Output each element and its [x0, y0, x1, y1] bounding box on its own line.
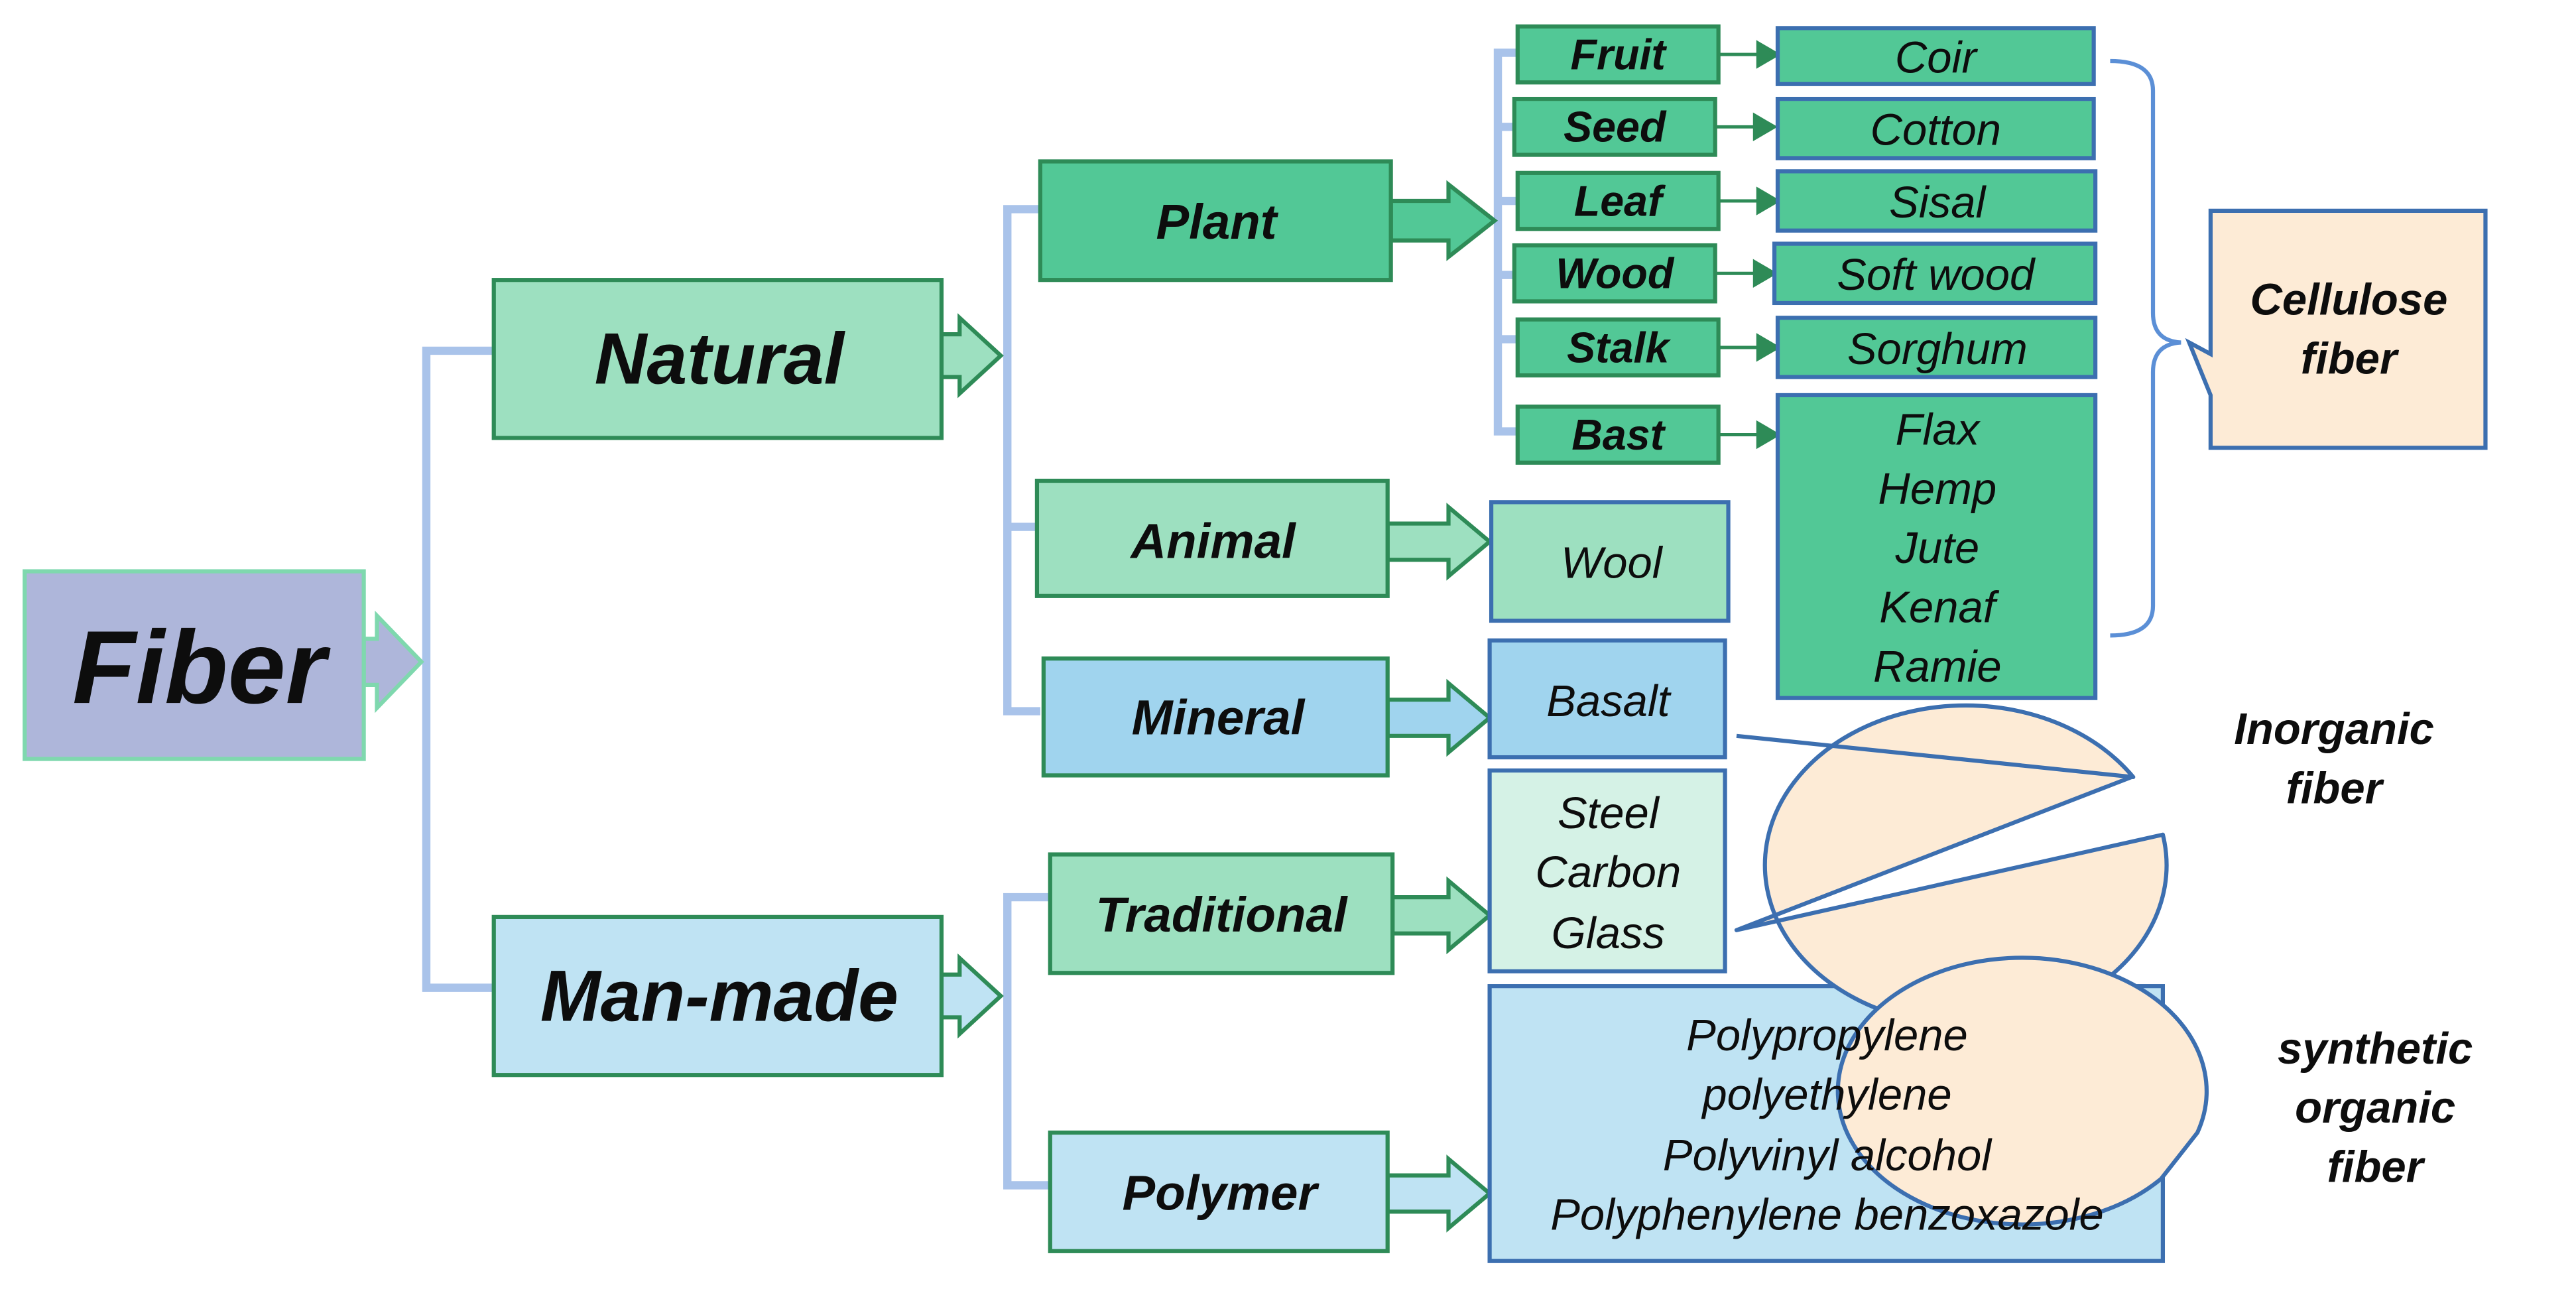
synthetic-callout-line1: synthetic	[2278, 1024, 2473, 1074]
plant-part-seed-box	[1512, 97, 1717, 157]
bast-fibers-box	[1775, 393, 2098, 700]
animal-fiber-wool: Wool	[1561, 538, 1664, 588]
traditional-box	[1048, 852, 1395, 975]
cellulose-brace	[2110, 58, 2181, 638]
polymer-fiber-polyethylene: polyethylene	[1701, 1070, 1951, 1119]
polymer-fiber-polypropylene: Polypropylene	[1686, 1011, 1968, 1060]
plant-fiber-cotton: Cotton	[1871, 105, 2001, 155]
arrow-plant	[1388, 180, 1499, 261]
polymer-label: Polymer	[1123, 1166, 1320, 1221]
arrow-natural	[939, 313, 1004, 399]
arrow-wood-softwood	[1715, 259, 1778, 288]
plant-fiber-sorghum-box	[1775, 316, 2098, 379]
arrow-fruit-coir	[1718, 40, 1781, 69]
plant-fiber-cotton-box	[1775, 97, 2096, 160]
polymer-fiber-polyvinyl-alcohol: Polyvinyl alcohol	[1663, 1131, 1993, 1180]
plant-label: Plant	[1156, 194, 1278, 249]
plant-part-stalk: Stalk	[1567, 324, 1671, 371]
natural-label: Natural	[595, 319, 846, 400]
polymer-fiber-pbo: Polyphenylene benzoxazole	[1550, 1190, 2104, 1240]
wool-box	[1489, 500, 1731, 623]
connector-root-branches	[422, 346, 494, 992]
arrow-bast-fibers	[1718, 420, 1781, 450]
arrow-polymer	[1385, 1154, 1493, 1233]
traditional-label: Traditional	[1095, 887, 1348, 942]
polymer-box	[1048, 1130, 1390, 1253]
connector-plant-parts	[1493, 48, 1518, 436]
plant-part-seed: Seed	[1564, 103, 1667, 151]
traditional-fiber-carbon: Carbon	[1535, 847, 1681, 897]
fiber-root-box	[23, 569, 366, 761]
mineral-label: Mineral	[1132, 690, 1306, 745]
connector-manmade-categories	[1003, 893, 1050, 1190]
mineral-box	[1041, 656, 1390, 778]
connector-natural-categories	[1003, 205, 1040, 715]
inorganic-callout-line2: fiber	[2286, 764, 2384, 814]
animal-label: Animal	[1129, 514, 1296, 569]
inorganic-callout	[1734, 703, 2169, 1027]
cellulose-callout	[2185, 208, 2488, 450]
plant-part-leaf-box	[1515, 170, 1721, 231]
plant-fiber-softwood: Soft wood	[1837, 250, 2036, 300]
cellulose-callout-line2: fiber	[2301, 334, 2400, 384]
mineral-fiber-basalt: Basalt	[1546, 676, 1672, 726]
arrow-animal	[1385, 503, 1493, 581]
plant-part-wood: Wood	[1556, 250, 1675, 298]
bast-fiber-flax: Flax	[1896, 404, 1981, 454]
inorganic-callout-line1: Inorganic	[2234, 704, 2434, 754]
arrow-stalk-sorghum	[1718, 333, 1781, 362]
bast-fiber-jute: Jute	[1894, 523, 1979, 573]
arrow-fiber	[361, 610, 424, 713]
bast-fiber-ramie: Ramie	[1873, 642, 2002, 692]
plant-fiber-coir: Coir	[1895, 32, 1979, 82]
root-label: Fiber	[72, 609, 330, 725]
synthetic-callout-line3: fiber	[2327, 1143, 2426, 1192]
traditional-fiber-glass: Glass	[1552, 908, 1665, 958]
plant-fiber-sisal-box	[1775, 169, 2098, 233]
plant-part-fruit: Fruit	[1571, 31, 1668, 78]
plant-part-bast: Bast	[1571, 411, 1666, 459]
arrow-manmade	[939, 953, 1004, 1039]
plant-fiber-sisal: Sisal	[1889, 178, 1987, 227]
bast-fiber-hemp: Hemp	[1878, 464, 1996, 514]
plant-fiber-softwood-box	[1772, 241, 2098, 306]
plant-box	[1038, 159, 1393, 282]
cellulose-callout-line1: Cellulose	[2250, 275, 2447, 324]
plant-part-stalk-box	[1515, 317, 1721, 378]
natural-box	[491, 278, 944, 440]
plant-part-leaf: Leaf	[1574, 177, 1666, 225]
plant-part-fruit-box	[1515, 24, 1721, 85]
basalt-box	[1487, 638, 1727, 760]
arrow-mineral	[1385, 678, 1493, 757]
traditional-fibers-box	[1487, 768, 1727, 973]
arrow-leaf-sisal	[1718, 186, 1781, 216]
man-made-box	[491, 914, 944, 1078]
synthetic-callout-line2: organic	[2295, 1083, 2455, 1133]
plant-fiber-sorghum: Sorghum	[1847, 324, 2028, 374]
plant-part-wood-box	[1512, 243, 1717, 304]
plant-part-bast-box	[1515, 404, 1721, 465]
plant-fiber-coir-box	[1775, 26, 2096, 86]
traditional-fiber-steel: Steel	[1558, 788, 1660, 838]
arrow-traditional	[1390, 876, 1493, 955]
synthetic-callout	[1835, 956, 2209, 1227]
man-made-label: Man-made	[540, 956, 898, 1036]
arrow-seed-cotton	[1715, 112, 1778, 142]
animal-box	[1034, 478, 1390, 598]
bast-fiber-kenaf: Kenaf	[1879, 583, 2000, 633]
